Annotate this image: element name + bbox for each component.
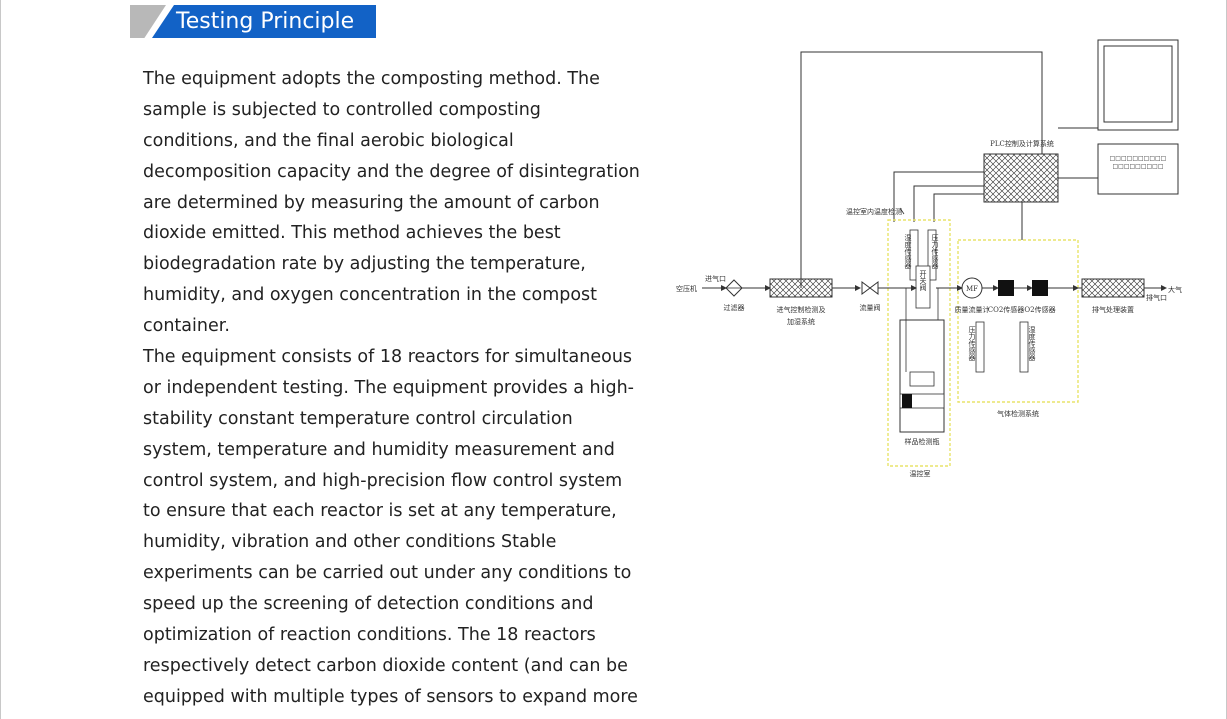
body-line: optimization of reaction conditions. The… [143, 625, 596, 646]
exhaust-port-label: 排气口 [1146, 293, 1167, 302]
sample-bottle: 样品检测瓶 [899, 288, 945, 446]
room-temp-label: 温控室内温度检测 [846, 207, 902, 216]
valve-box-label: 开关阀 [919, 270, 927, 292]
keypad-row1: □□□□□□□□□□ [1110, 155, 1167, 162]
gas-humidity-label: 湿度传感器 [1028, 325, 1036, 362]
body-line: speed up the screening of detection cond… [143, 594, 594, 615]
air-compressor-label: 空压机 [676, 284, 697, 293]
intake-label-1: 进气控制检测及 [777, 305, 826, 314]
control-wiring [800, 51, 1098, 288]
body-line: sample is subjected to controlled compos… [143, 99, 541, 120]
body-line: to ensure that each reactor is set at an… [143, 501, 617, 522]
body-paragraphs: The equipment adopts the composting meth… [143, 64, 641, 713]
page-frame-left [0, 0, 1, 719]
flow-valve-label: 流量阀 [860, 303, 881, 312]
gas-path: MF 质量流量计 CO2传感器 O2传感器 压力传感器 湿度传感器 [936, 277, 1079, 373]
section-heading: Testing Principle [130, 5, 380, 38]
body-line: dioxide emitted. This method achieves th… [143, 223, 561, 244]
exhaust-path: 排气处理装置 排气口 大气 [1078, 278, 1182, 314]
chamber-boundary [887, 219, 951, 467]
body-line: stability constant temperature control c… [143, 408, 573, 429]
keypad: □□□□□□□□□□ □□□□□□□□□ [1097, 143, 1179, 195]
gas-pressure-label: 压力传感器 [968, 326, 976, 362]
body-line: biodegradation rate by adjusting the tem… [143, 254, 586, 275]
co2-label: CO2传感器 [988, 305, 1025, 314]
mass-flow-label: 质量流量计 [955, 305, 990, 314]
heading-banner [152, 5, 376, 38]
section-title: Testing Principle [176, 9, 355, 34]
humidity-sensor-label: 湿度传感器 [904, 233, 912, 270]
body-line: control system, and high-precision flow … [143, 470, 623, 491]
body-line: decomposition capacity and the degree of… [143, 161, 640, 182]
system-diagram: □□□□□□□□□□ □□□□□□□□□ PLC控制及计算系统 温控室内温度检测… [676, 39, 1182, 478]
filter-label: 过滤器 [724, 303, 745, 312]
gas-system-label: 气体检测系统 [997, 409, 1039, 418]
inlet-label: 进气口 [705, 274, 726, 283]
plc-unit: PLC控制及计算系统 [983, 139, 1059, 203]
atmosphere-label: 大气 [1168, 285, 1182, 294]
body-line: experiments can be carried out under any… [143, 563, 632, 584]
body-line: respectively detect carbon dioxide conte… [143, 655, 628, 676]
monitor [1097, 39, 1179, 131]
body-line: or independent testing. The equipment pr… [143, 377, 634, 398]
pressure-sensor-label: 压力传感器 [931, 234, 939, 270]
body-line: are determined by measuring the amount o… [143, 192, 600, 213]
mf-label: MF [966, 285, 978, 293]
chamber-label: 温控室 [910, 469, 931, 478]
body-line: container. [143, 316, 230, 337]
chamber-sensors: 湿度传感器 压力传感器 开关阀 [904, 229, 939, 309]
plc-label: PLC控制及计算系统 [990, 139, 1054, 148]
sample-bottle-label: 样品检测瓶 [905, 437, 940, 446]
body-line: humidity, and oxygen concentration in th… [143, 285, 598, 306]
body-line: conditions, and the final aerobic biolog… [143, 130, 514, 151]
keypad-row2: □□□□□□□□□ [1112, 163, 1163, 170]
gas-system-boundary [957, 239, 1079, 403]
exhaust-treatment-label: 排气处理装置 [1092, 305, 1134, 314]
inlet-path: 进气口 空压机 过滤器 进气控制检测及 加湿系统 流量阀 [676, 274, 917, 326]
o2-label: O2传感器 [1024, 305, 1055, 314]
body-line: equipped with multiple types of sensors … [143, 686, 638, 707]
body-line: humidity, vibration and other conditions… [143, 532, 557, 553]
body-line: The equipment adopts the composting meth… [143, 69, 600, 89]
body-line: system, temperature and humidity measure… [143, 439, 615, 460]
body-line: The equipment consists of 18 reactors fo… [143, 347, 633, 368]
intake-label-2: 加湿系统 [787, 317, 815, 326]
